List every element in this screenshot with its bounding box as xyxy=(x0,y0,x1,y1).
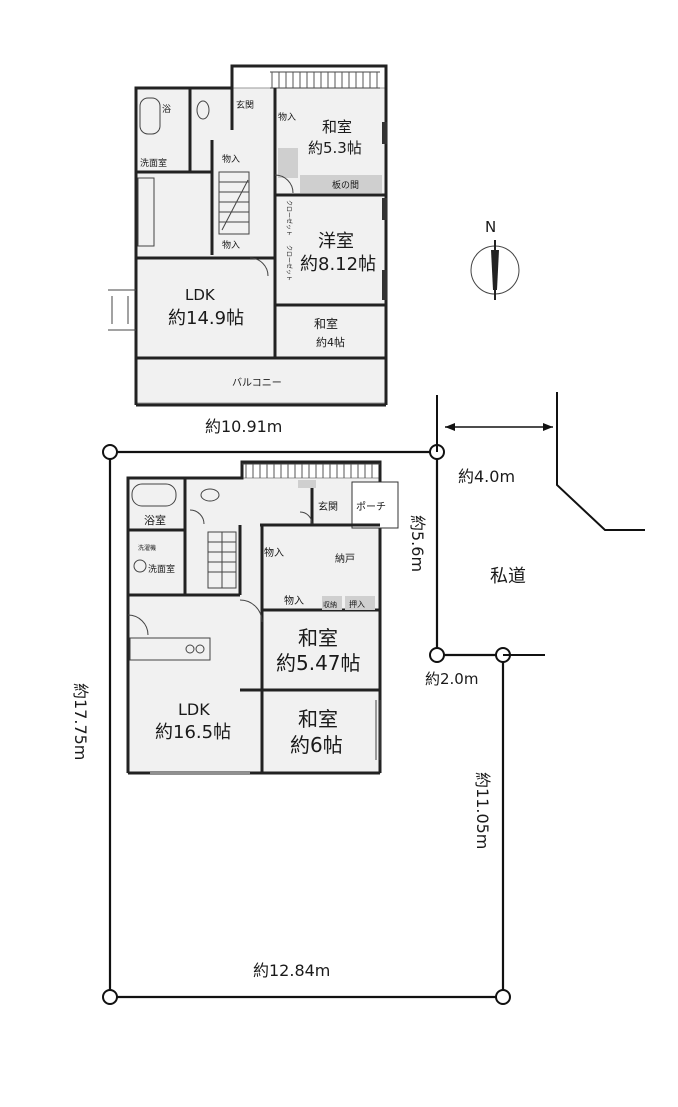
boundary-marker-sw xyxy=(102,989,118,1005)
road-name-label: 私道 xyxy=(490,566,526,587)
bath-label-2f: 浴 xyxy=(162,104,171,115)
setback-label: 約2.0m xyxy=(425,670,478,688)
storage2-label-1f: 物入 xyxy=(284,594,304,607)
first-floor-plan: 浴室 洗面室 洗濯機 玄関 ポーチ 物入 物入 納戸 収納 押入 和室 約5.4… xyxy=(126,460,399,775)
boundary-marker-mid-left xyxy=(429,647,445,663)
closet2-label-2f: クローゼット xyxy=(285,245,293,281)
washroom-label-2f: 洗面室 xyxy=(140,157,167,169)
stairs-first-floor xyxy=(207,531,237,589)
closet1-label-2f: クローゼット xyxy=(285,200,293,236)
kitchen-counter-second-floor xyxy=(137,177,155,247)
japanese-room-1-size-2f: 約5.3帖 xyxy=(308,139,362,157)
board-floor-label-2f: 板の間 xyxy=(332,179,359,191)
second-floor-interior-walls xyxy=(136,88,386,360)
ldk-name-1f: LDK xyxy=(178,700,210,719)
washing-machine-first-floor xyxy=(133,559,147,573)
second-floor-plan: 浴 洗面室 玄関 物入 物入 物入 和室 約5.3帖 板の間 洋室 約8.12帖… xyxy=(108,64,388,407)
closet-small-1 xyxy=(322,596,342,610)
entrance-label-1f: 玄関 xyxy=(318,500,338,513)
washroom-label-1f: 洗面室 xyxy=(148,563,175,575)
door-arc-1 xyxy=(274,174,294,194)
japanese-room-1-name-1f: 和室 xyxy=(298,626,338,650)
site-width-bottom-label: 約12.84m xyxy=(253,961,330,980)
boundary-marker-nw xyxy=(102,444,118,460)
compass-north-label: N xyxy=(485,218,496,236)
japanese-room-2-size-2f: 約4帖 xyxy=(316,335,345,349)
toilet-first-floor xyxy=(200,488,220,502)
nando-label-1f: 納戸 xyxy=(335,552,355,565)
site-width-top-label: 約10.91m xyxy=(205,417,282,436)
ldk-size-2f: 約14.9帖 xyxy=(168,308,244,329)
roof-lines-top xyxy=(270,71,380,89)
entrance-label-2f: 玄関 xyxy=(236,99,254,111)
road-width-label: 約4.0m xyxy=(458,467,515,486)
door-arc-2 xyxy=(249,257,269,277)
ldk-size-1f: 約16.5帖 xyxy=(155,722,231,743)
small-closet-2-label-1f: 押入 xyxy=(349,599,365,609)
site-depth-left-label: 約17.75m xyxy=(71,683,90,760)
western-room-size-2f: 約8.12帖 xyxy=(300,254,376,275)
first-floor-interior-walls xyxy=(128,478,380,773)
site-depth-right-lower-label: 約11.05m xyxy=(473,772,492,849)
japanese-room-1-name-2f: 和室 xyxy=(322,118,352,136)
japanese-room-2-size-1f: 約6帖 xyxy=(290,733,343,757)
second-floor-outline xyxy=(135,87,387,404)
japanese-room-2-name-2f: 和室 xyxy=(314,316,338,331)
storage2-label-2f: 物入 xyxy=(278,111,296,123)
kitchen-counter-first-floor xyxy=(129,637,211,661)
porch-label-1f: ポーチ xyxy=(356,501,386,513)
bathtub-first-floor xyxy=(131,483,177,507)
balcony-label-2f: バルコニー xyxy=(232,377,282,389)
storage1-label-1f: 物入 xyxy=(264,546,284,559)
site-depth-right-upper-label: 約5.6m xyxy=(408,515,427,572)
toilet-second-floor xyxy=(196,100,210,120)
bath-label-1f: 浴室 xyxy=(144,513,166,527)
roof-ticks-top xyxy=(271,72,378,88)
western-room-name-2f: 洋室 xyxy=(318,231,354,252)
japanese-room-1-size-1f: 約5.47帖 xyxy=(276,651,361,675)
first-floor-outline xyxy=(127,477,381,774)
window-western-room-1 xyxy=(382,198,387,220)
roof-ticks-first-floor xyxy=(245,464,373,478)
storage1-label-2f: 物入 xyxy=(222,153,240,165)
boundary-marker-se xyxy=(495,989,511,1005)
porch-area xyxy=(351,481,399,529)
stairs-second-floor xyxy=(218,171,250,235)
window-western-room-2 xyxy=(382,270,387,300)
window-left xyxy=(108,289,136,331)
private-road xyxy=(436,392,645,656)
window-japanese-room xyxy=(382,122,387,144)
small-closet-1-label-1f: 収納 xyxy=(323,600,337,609)
bathtub-second-floor xyxy=(139,97,161,135)
laundry-label-1f: 洗濯機 xyxy=(138,544,156,552)
ldk-name-2f: LDK xyxy=(185,286,216,304)
closet-small-2 xyxy=(345,596,375,610)
compass: N xyxy=(470,218,520,300)
board-floor-strip xyxy=(300,175,382,193)
japanese-room-2-name-1f: 和室 xyxy=(298,707,338,731)
alcove-strip xyxy=(278,148,298,178)
entrance-step xyxy=(298,480,316,488)
storage3-label-2f: 物入 xyxy=(222,239,240,251)
